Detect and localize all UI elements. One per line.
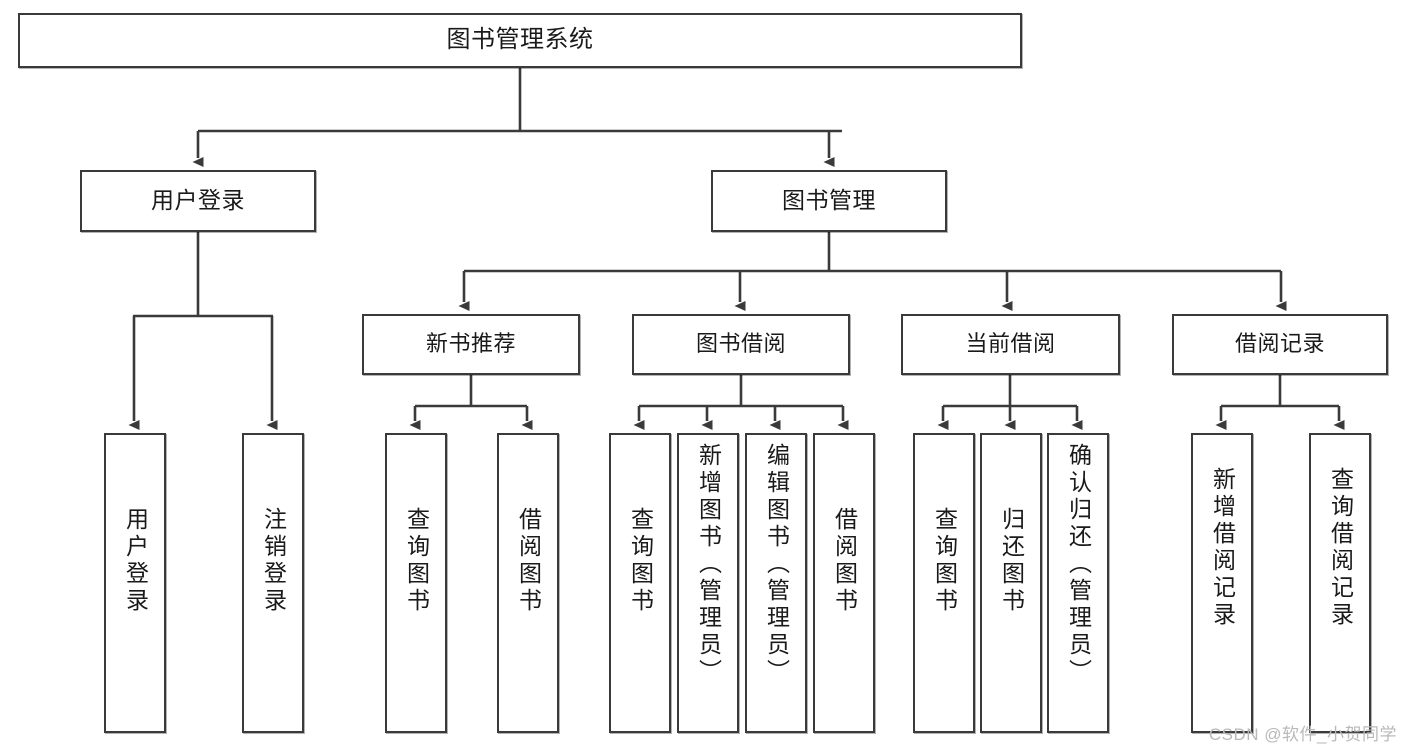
node-book-borrow[interactable]: 图书借阅 [632,314,850,375]
node-label: 查询图书 [931,507,958,615]
node-label: 借阅记录 [1234,331,1325,357]
node-borrow-record[interactable]: 借阅记录 [1172,314,1388,375]
leaf-current-borrow-confirm-return[interactable]: 确认归还（管理员） [1047,433,1109,733]
node-book-manage[interactable]: 图书管理 [711,170,947,232]
node-label: 当前借阅 [965,331,1056,357]
node-label: 编辑图书（管理员） [763,443,790,686]
node-label: 注销登录 [260,507,287,615]
node-label: 图书管理 [782,187,876,214]
leaf-borrow-record-query[interactable]: 查询借阅记录 [1309,433,1371,733]
leaf-book-borrow-query[interactable]: 查询图书 [609,433,671,733]
node-new-book-recommend[interactable]: 新书推荐 [362,314,580,375]
node-label: 查询借阅记录 [1327,467,1354,629]
node-label: 新增借阅记录 [1209,467,1236,629]
node-label: 查询图书 [403,507,430,615]
leaf-borrow-record-add[interactable]: 新增借阅记录 [1191,433,1253,733]
node-label: 确认归还（管理员） [1065,443,1092,686]
leaf-book-borrow-edit[interactable]: 编辑图书（管理员） [745,433,807,733]
node-label: 新书推荐 [425,331,516,357]
node-root-system[interactable]: 图书管理系统 [18,13,1022,68]
node-label: 图书管理系统 [446,26,594,54]
node-label: 查询图书 [627,507,654,615]
watermark-text: CSDN @软件_小贺同学 [1208,725,1397,744]
node-label: 借阅图书 [515,507,542,615]
node-label: 新增图书（管理员） [695,443,722,686]
leaf-new-book-query[interactable]: 查询图书 [385,433,447,733]
leaf-user-login-signout[interactable]: 注销登录 [242,433,304,733]
node-label: 用户登录 [122,507,149,615]
leaf-book-borrow-add[interactable]: 新增图书（管理员） [677,433,739,733]
leaf-current-borrow-return[interactable]: 归还图书 [980,433,1042,733]
leaf-new-book-borrow[interactable]: 借阅图书 [497,433,559,733]
leaf-current-borrow-query[interactable]: 查询图书 [913,433,975,733]
node-user-login[interactable]: 用户登录 [80,170,316,232]
node-current-borrow[interactable]: 当前借阅 [901,314,1120,375]
node-label: 图书借阅 [695,331,786,357]
node-label: 归还图书 [998,507,1025,615]
node-label: 用户登录 [151,187,245,214]
leaf-book-borrow-lend[interactable]: 借阅图书 [813,433,875,733]
node-label: 借阅图书 [831,507,858,615]
leaf-user-login-signin[interactable]: 用户登录 [104,433,166,733]
